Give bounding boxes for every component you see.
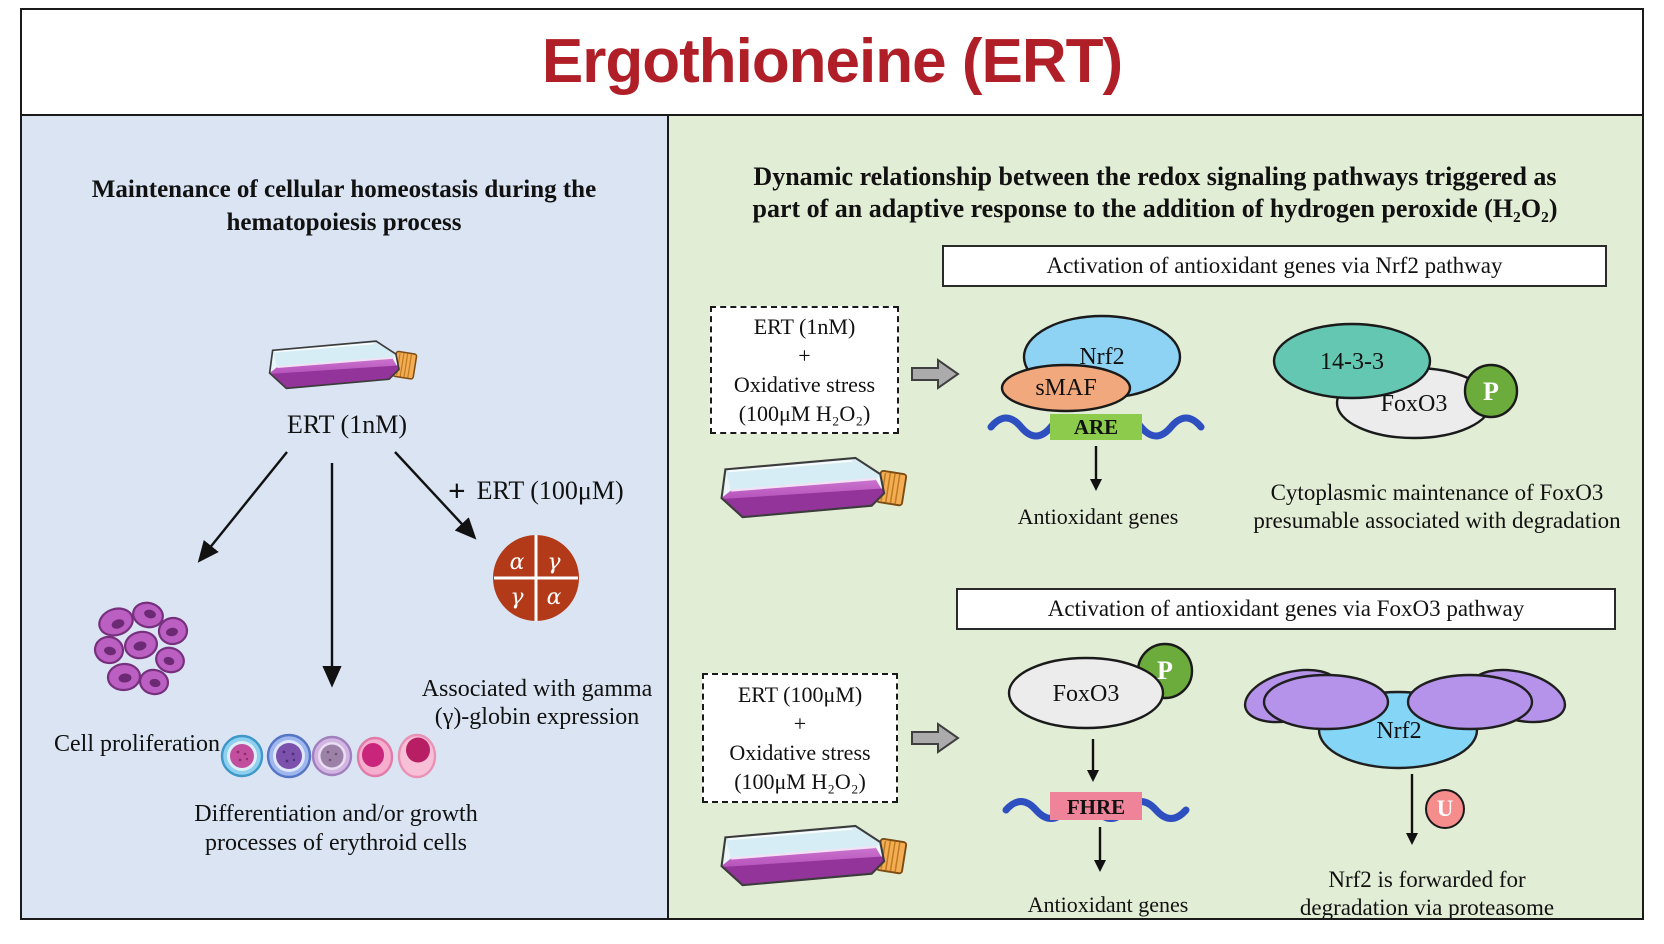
right-panel-heading-line1: Dynamic relationship between the redox s… <box>753 162 1557 191</box>
ubiquitin-badge: U <box>1425 789 1465 829</box>
foxo3-label-top: FoxO3 <box>1380 391 1448 417</box>
antioxidant-genes-label-2: Antioxidant genes <box>1027 892 1189 917</box>
fourteen-three-three-ellipse <box>1272 322 1432 400</box>
stimulus2-line1: ERT (100μM) <box>737 682 863 707</box>
foxo3-pathway-banner: Activation of antioxidant genes via FoxO… <box>956 588 1616 630</box>
differentiation-caption-line2: processes of erythroid cells <box>205 830 467 856</box>
nrf2-pathway-banner-text: Activation of antioxidant genes via Nrf2… <box>1046 253 1503 278</box>
stimulus1-line2: + <box>798 343 811 368</box>
fourteen-three-three-label: 14-3-3 <box>1320 349 1384 375</box>
arrow-down-icon <box>1406 774 1418 845</box>
cytoplasmic-caption-line2: presumable associated with degradation <box>1253 508 1621 533</box>
are-label: ARE <box>1073 415 1119 439</box>
stimulus-box-foxo3: ERT (100μM) + Oxidative stress (100μM H₂… <box>702 673 898 803</box>
erythroid-cells-icon <box>220 733 437 779</box>
degradation-caption-line1: Nrf2 is forwarded for <box>1328 867 1526 892</box>
globin-caption-line2: (γ)-globin expression <box>434 704 640 730</box>
culture-flask-icon <box>262 335 418 396</box>
cell-proliferation-label: Cell proliferation <box>54 731 220 757</box>
fhre-element-box <box>1050 792 1142 820</box>
fhre-label: FHRE <box>1066 795 1126 819</box>
degradation-caption-line2: degradation via proteasome <box>1299 895 1555 920</box>
stimulus2-line3: Oxidative stress <box>729 740 871 765</box>
foxo3-ellipse <box>1007 656 1165 730</box>
stimulus-box-nrf2: ERT (1nM) + Oxidative stress (100μM H₂O₂… <box>710 306 899 434</box>
nrf2-label-bottom: Nrf2 <box>1376 718 1422 744</box>
culture-flask-icon <box>712 450 908 527</box>
cell-cluster-icon <box>93 601 189 696</box>
arrow-down-icon <box>1090 446 1102 491</box>
stimulus1-line4: (100μM H₂O₂) <box>738 401 871 426</box>
culture-flask-icon <box>712 818 908 895</box>
stimulus2-line2: + <box>793 711 807 736</box>
stimulus2-line4: (100μM H₂O₂) <box>734 769 866 794</box>
foxo3-label-bottom: FoxO3 <box>1052 681 1120 707</box>
block-arrow-right-icon <box>911 722 960 754</box>
stimulus1-line3: Oxidative stress <box>733 372 876 397</box>
ert-100-label: ERT (100μM) <box>476 475 624 505</box>
arrow-down-icon <box>1094 827 1106 872</box>
globin-pie-icon: α γ γ α <box>493 535 579 621</box>
proteasome-subunit <box>1262 673 1390 731</box>
ert-100-addition: + ERT (100μM) <box>448 475 624 506</box>
globin-letter-alpha-br: α <box>547 585 562 610</box>
hematopoiesis-panel <box>22 114 667 918</box>
phospho-badge <box>1463 363 1519 419</box>
foxo3-phospho-complex <box>1007 642 1194 730</box>
globin-letter-gamma-tr: γ <box>547 550 561 575</box>
phospho-label-top: P <box>1483 377 1499 406</box>
globin-caption-line1: Associated with gamma <box>421 676 653 702</box>
cytoplasmic-caption-line1: Cytoplasmic maintenance of FoxO3 <box>1270 480 1604 505</box>
foxo3-cytoplasmic-complex <box>1272 322 1519 440</box>
page-title: Ergothioneine (ERT) <box>541 27 1123 96</box>
antioxidant-genes-label-1: Antioxidant genes <box>1017 504 1179 529</box>
smaf-ellipse <box>1000 363 1132 413</box>
ert-1nm-label: ERT (1nM) <box>286 410 407 439</box>
nrf2-smaf-are-complex <box>987 314 1205 440</box>
globin-letter-gamma-bl: γ <box>510 585 524 610</box>
are-element-box <box>1050 414 1142 440</box>
phospho-label-bottom: P <box>1157 656 1173 685</box>
plus-sign: + <box>448 473 466 508</box>
branch-arrows-icon <box>197 451 477 688</box>
left-panel-heading: Maintenance of cellular homeostasis duri… <box>91 176 597 236</box>
ubiquitin-label: U <box>1436 796 1454 821</box>
nrf2-pathway-banner: Activation of antioxidant genes via Nrf2… <box>942 245 1607 287</box>
title-bar: Ergothioneine (ERT) <box>22 10 1642 113</box>
globin-letter-alpha-tl: α <box>510 550 525 575</box>
differentiation-caption-line1: Differentiation and/or growth <box>194 801 478 827</box>
proteasome-subunit <box>1406 673 1534 731</box>
fhre-dna-complex <box>1002 792 1190 822</box>
nrf2-label: Nrf2 <box>1079 344 1125 370</box>
right-panel-heading-line2: part of an adaptive response to the addi… <box>752 194 1558 223</box>
foxo3-pathway-banner-text: Activation of antioxidant genes via FoxO… <box>1047 596 1525 621</box>
smaf-label: sMAF <box>1035 375 1097 401</box>
stimulus1-line1: ERT (1nM) <box>753 314 856 339</box>
proteasome-complex <box>1243 668 1567 770</box>
arrow-down-icon <box>1087 739 1099 782</box>
block-arrow-right-icon <box>911 358 960 390</box>
